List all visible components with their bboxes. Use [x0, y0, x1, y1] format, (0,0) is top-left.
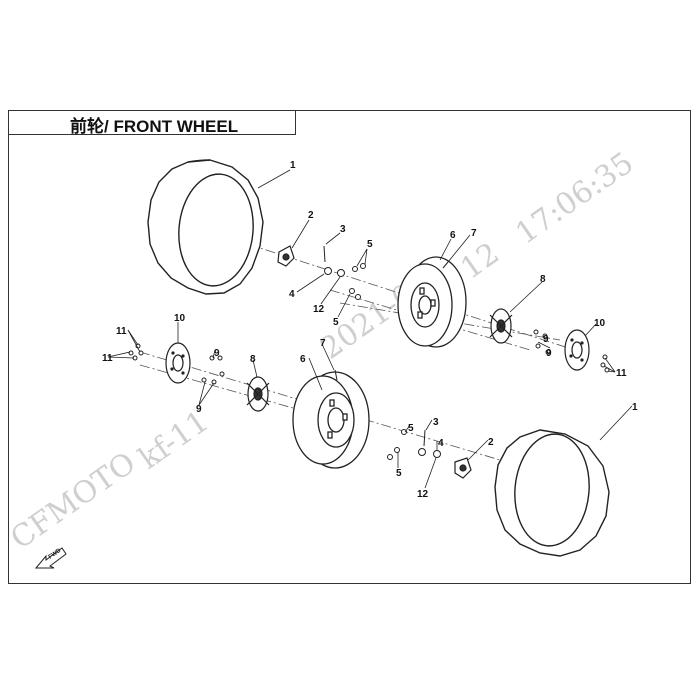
callout-5-lower-a: 5 — [408, 423, 414, 434]
callout-9-right-b: 9 — [546, 348, 552, 359]
callout-3-upper: 3 — [340, 224, 346, 235]
callout-1-upper: 1 — [290, 160, 296, 171]
callout-6-lower: 6 — [300, 354, 306, 365]
callout-labels: 1 2 3 4 5 5 6 7 8 9 9 10 11 12 10 11 11 … — [102, 160, 638, 500]
brake-disc-right — [564, 329, 590, 371]
callout-7-lower: 7 — [320, 338, 326, 349]
callout-5-upper-a: 5 — [367, 239, 373, 250]
callout-10-right: 10 — [594, 318, 606, 329]
watermark-time: 17:06:35 — [510, 146, 640, 252]
page-title: 前轮/ FRONT WHEEL — [70, 117, 239, 136]
callout-2-lower: 2 — [488, 437, 494, 448]
brake-disc-left — [165, 342, 191, 384]
callout-5-upper-b: 5 — [333, 317, 339, 328]
callout-11-right: 11 — [616, 368, 627, 379]
callout-11-left-b: 11 — [102, 353, 113, 364]
callout-9-right-a: 9 — [543, 334, 549, 345]
callout-8-lower: 8 — [250, 354, 256, 365]
callout-2-upper: 2 — [308, 210, 314, 221]
callout-9-left-a: 9 — [214, 348, 220, 359]
callout-4-upper: 4 — [289, 289, 295, 300]
tire-lower — [494, 429, 610, 557]
callout-4-lower: 4 — [438, 438, 444, 449]
callout-10-left: 10 — [174, 313, 186, 324]
hub-lower — [246, 376, 270, 412]
callout-5-lower-b: 5 — [396, 468, 402, 479]
diagram-frame — [8, 110, 691, 584]
hub-cap-upper — [277, 245, 295, 267]
callout-12-upper: 12 — [313, 304, 325, 315]
tire-upper — [147, 159, 264, 295]
watermark-brand: CFMOTO — [5, 445, 143, 556]
callout-3-lower: 3 — [433, 417, 439, 428]
callout-6-upper: 6 — [450, 230, 456, 241]
hardware — [128, 245, 610, 460]
callout-1-lower: 1 — [632, 402, 638, 413]
callout-11-left-a: 11 — [116, 326, 127, 337]
title-box — [8, 110, 296, 135]
callout-9-left-b: 9 — [196, 404, 202, 415]
callout-12-lower: 12 — [417, 489, 429, 500]
forward-arrow-icon: FWD — [34, 547, 67, 569]
leader-lines — [107, 169, 633, 489]
watermark-code: kf-11 — [133, 404, 216, 477]
hub-cap-lower — [454, 457, 472, 479]
rim-lower — [292, 371, 370, 469]
hub-upper — [489, 308, 513, 344]
callout-8-upper: 8 — [540, 274, 546, 285]
rim-upper — [397, 256, 467, 348]
callout-7-upper: 7 — [471, 228, 477, 239]
